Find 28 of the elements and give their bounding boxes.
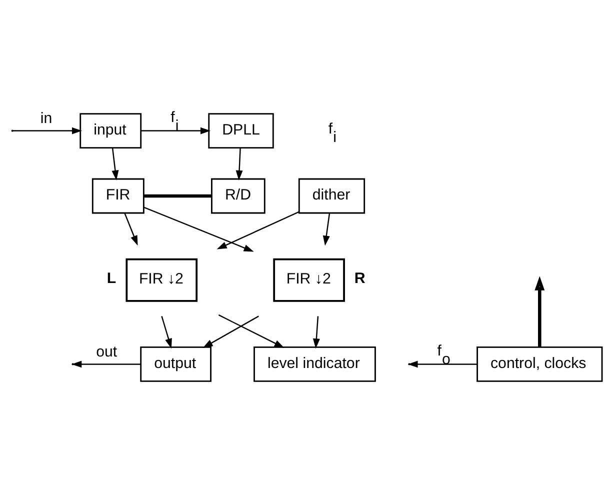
node-box: FIR <box>92 178 144 214</box>
edge-label: in <box>40 110 52 127</box>
arrow <box>12 126 82 134</box>
arrow <box>534 276 545 347</box>
node-box: dither <box>298 178 366 214</box>
arrow <box>202 315 259 348</box>
node-box: control, clocks <box>476 346 603 382</box>
node-label: L <box>106 269 116 286</box>
node-label: R <box>354 269 366 286</box>
arrow <box>236 148 243 180</box>
arrow <box>312 316 320 348</box>
node-box: input <box>80 112 142 148</box>
arrow <box>218 314 284 348</box>
arrow <box>161 315 172 348</box>
arrow <box>322 212 330 246</box>
arrow <box>216 210 300 249</box>
node-box: R/D <box>211 178 266 214</box>
arrow <box>124 212 138 246</box>
arrow <box>140 126 211 134</box>
node-box: level indicator <box>254 346 376 382</box>
node-box: FIR ↓2 <box>273 258 345 302</box>
arrow <box>144 206 254 252</box>
node-box: FIR ↓2 <box>126 258 198 302</box>
edge-label: out <box>96 342 118 360</box>
arrow <box>112 147 119 180</box>
connector <box>144 194 212 198</box>
node-box: DPLL <box>208 112 274 148</box>
node-box: output <box>140 346 212 382</box>
